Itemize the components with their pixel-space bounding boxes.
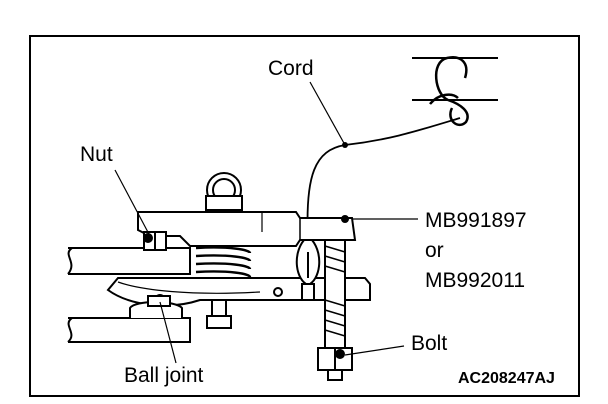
ball-joint-label: Ball joint: [124, 364, 204, 387]
lower-control-arm: [67, 317, 191, 343]
spring: [195, 246, 252, 279]
tool-label-or: or: [425, 239, 444, 262]
cord-shackle: [295, 239, 321, 301]
upper-control-arm: [67, 247, 191, 275]
figure-code: AC208247AJ: [458, 370, 555, 387]
tool-label-mb991897: MB991897: [425, 209, 527, 232]
cord-loop: [429, 56, 469, 127]
bolt: [317, 239, 353, 381]
nut: [143, 231, 167, 251]
ball-joint: [129, 295, 183, 318]
leader-lines: [114, 81, 418, 364]
bolt-label: Bolt: [411, 332, 448, 355]
nut-label: Nut: [80, 143, 113, 166]
tool-label-mb992011: MB992011: [425, 269, 526, 292]
center-stud: [206, 299, 232, 329]
tool-top-knob: [205, 172, 243, 211]
cord-label: Cord: [268, 57, 314, 80]
